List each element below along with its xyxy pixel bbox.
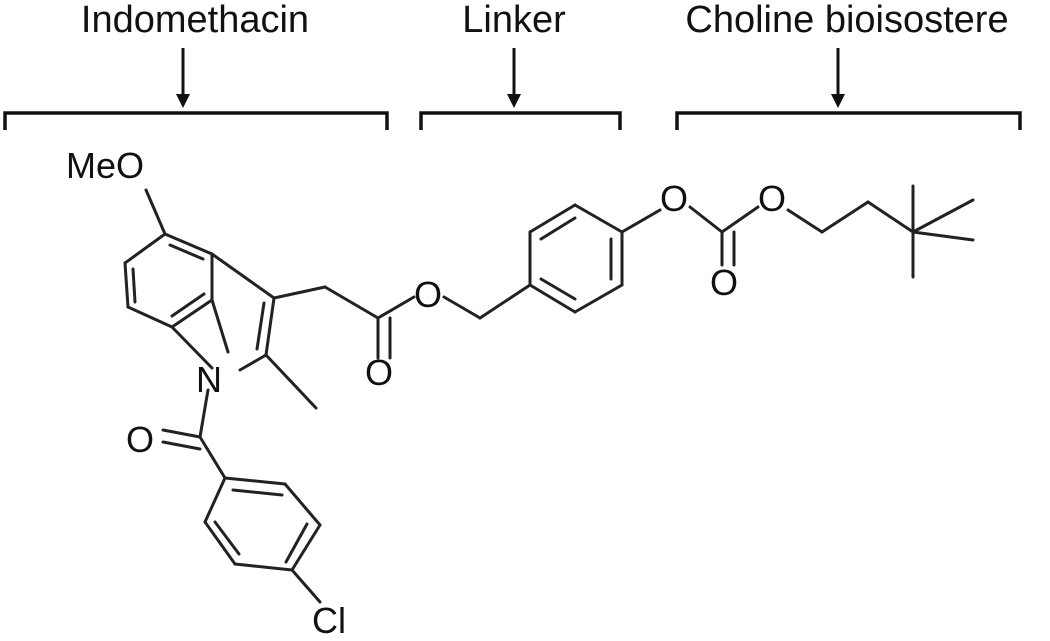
arrow-choline: [831, 48, 845, 108]
bracket-choline: [675, 111, 1022, 130]
atom-nitrogen: N: [196, 359, 222, 400]
bond-skeleton: [123, 184, 975, 604]
label-indomethacin: Indomethacin: [81, 0, 309, 41]
label-linker: Linker: [462, 0, 566, 41]
arrow-linker: [507, 48, 521, 108]
arrow-indomethacin: [176, 48, 190, 108]
bracket-indomethacin: [3, 111, 389, 130]
atom-oxygen-carbonate-double: O: [710, 262, 738, 303]
atom-oxygen-amide: O: [126, 419, 154, 460]
atom-oxygen-phenol: O: [660, 178, 688, 219]
label-choline-bioisostere: Choline bioisostere: [685, 0, 1008, 41]
atom-chlorine: Cl: [312, 600, 346, 641]
atom-oxygen-ester-carbonyl: O: [365, 352, 393, 393]
atom-methoxy: MeO: [66, 145, 144, 186]
atom-labels: MeO N O O O O O O Cl: [66, 145, 786, 641]
atom-oxygen-ester-link: O: [414, 274, 442, 315]
bracket-linker: [419, 111, 622, 130]
atom-oxygen-carbonate-link: O: [758, 178, 786, 219]
